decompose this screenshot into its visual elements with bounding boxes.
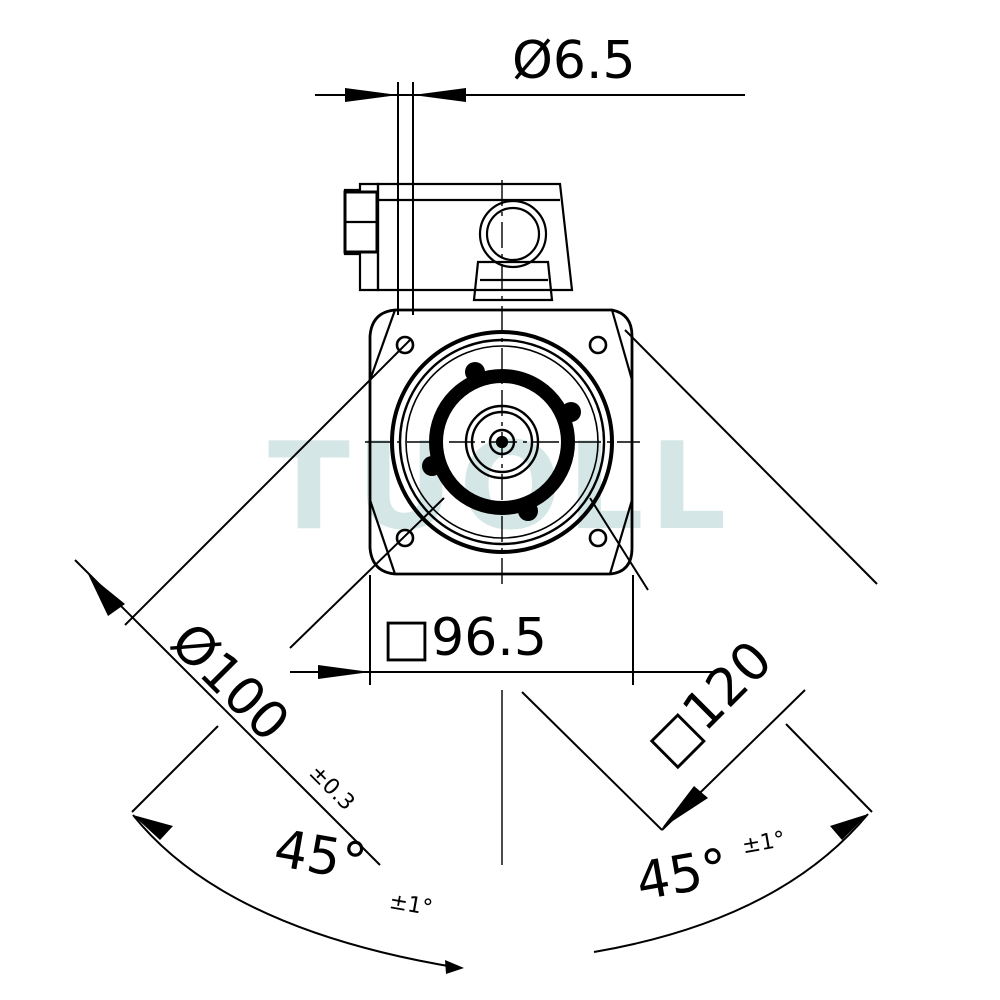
angle-arc-left: [132, 814, 461, 969]
mounting-hole-br: [588, 528, 608, 548]
angle-right-tol-label: ±1°: [740, 827, 787, 859]
side-plug: [343, 182, 380, 292]
center-lines: [365, 180, 640, 865]
hole-diameter-label: Ø6.5: [512, 31, 636, 91]
angle-left-tol-label: ±1°: [387, 889, 434, 921]
angle-arc-right: [593, 813, 869, 953]
mounting-holes: [395, 335, 608, 548]
arrowheads: [88, 88, 868, 974]
angle-left-label: 45°: [270, 819, 371, 894]
angle-right-label: 45°: [632, 838, 733, 913]
square-flange-label: □96.5: [382, 608, 547, 668]
pilot-tolerance-label: ±0.3: [304, 760, 359, 815]
mounting-hole-tr: [588, 335, 608, 355]
mounting-hole-tl: [395, 335, 415, 355]
mounting-hole-bl: [395, 528, 415, 548]
pilot-diameter-label: Ø100: [159, 612, 301, 754]
diagonal-square-label: □120: [637, 630, 784, 777]
round-connector: [478, 199, 548, 269]
bearing-lugs: [422, 362, 581, 521]
